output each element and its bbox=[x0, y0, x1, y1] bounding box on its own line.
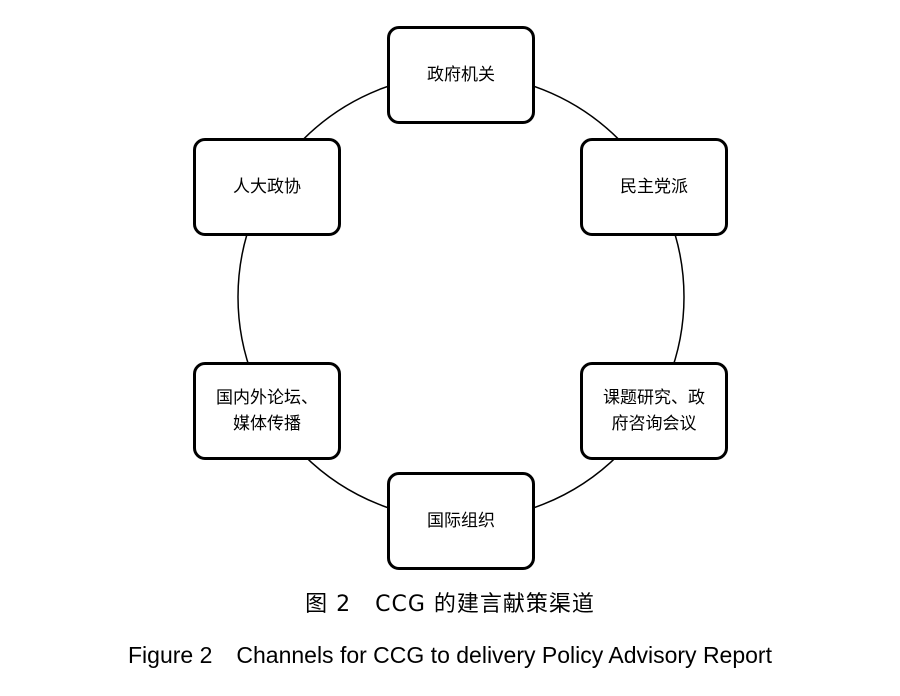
node-government-agencies: 政府机关 bbox=[387, 26, 535, 124]
caption-cn-text: CCG 的建言献策渠道 bbox=[375, 592, 595, 617]
node-democratic-parties: 民主党派 bbox=[580, 138, 728, 236]
node-forums-and-media: 国内外论坛、 媒体传播 bbox=[193, 362, 341, 460]
node-label-line-2: 府咨询会议 bbox=[611, 414, 697, 434]
node-npc-cppcc: 人大政协 bbox=[193, 138, 341, 236]
caption-en-number: Figure 2 bbox=[128, 642, 213, 668]
node-label: 政府机关 bbox=[427, 65, 495, 85]
node-label-line-1: 国内外论坛、 bbox=[216, 388, 318, 408]
node-label: 人大政协 bbox=[233, 177, 301, 197]
node-label-line-1: 课题研究、政 bbox=[603, 388, 705, 408]
channels-diagram: 政府机关 民主党派 课题研究、政 府咨询会议 国际组织 国内外论坛、 媒体传播 … bbox=[193, 26, 728, 570]
node-international-organizations: 国际组织 bbox=[387, 472, 535, 570]
caption-cn-number: 图 2 bbox=[305, 592, 352, 617]
node-label: 国际组织 bbox=[427, 511, 495, 531]
caption-chinese: 图 2 CCG 的建言献策渠道 bbox=[0, 586, 900, 618]
caption-en-text: Channels for CCG to delivery Policy Advi… bbox=[236, 642, 772, 668]
node-label: 民主党派 bbox=[620, 177, 688, 197]
node-research-and-consulting: 课题研究、政 府咨询会议 bbox=[580, 362, 728, 460]
caption-english: Figure 2 Channels for CCG to delivery Pol… bbox=[0, 642, 900, 669]
node-label-line-2: 媒体传播 bbox=[233, 414, 301, 434]
